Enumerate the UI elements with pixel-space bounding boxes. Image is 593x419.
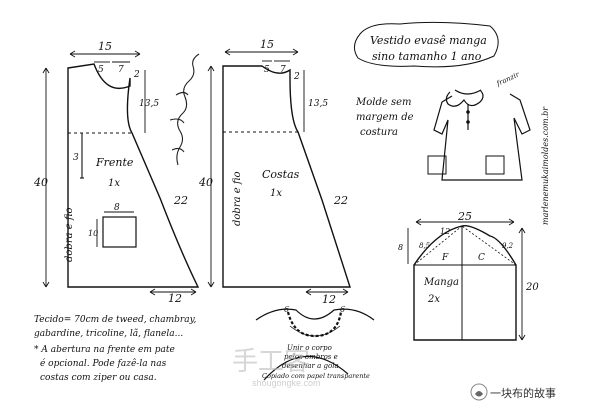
- fabric-note-line5: costas com ziper ou casa.: [40, 373, 157, 383]
- sleeve-dim-12: 12: [440, 227, 450, 236]
- sleeve-dimension-lines: [407, 218, 526, 341]
- sleeve-dim-left-small: 8,5: [419, 242, 431, 250]
- sleeve-piece: [413, 225, 517, 341]
- sleeve-label-f: F: [441, 253, 449, 263]
- back-dim-side: 22: [333, 194, 348, 207]
- collar-note-line1: Unir o corpo: [287, 344, 332, 352]
- title-block: Vestido evasê manga sino tamanho 1 ano: [354, 21, 499, 68]
- title-line1: Vestido evasê manga: [370, 34, 487, 47]
- front-dim-top: 15: [98, 40, 112, 53]
- front-dimension-lines: [42, 50, 197, 296]
- front-name: Frente: [95, 156, 134, 169]
- back-labels: 15 5 7 2 13,5 40 22 12 Costas 1x dobra e…: [198, 38, 348, 306]
- brand-badge-text: 一块布的故事: [490, 386, 556, 400]
- front-dim-shoulder: 5: [98, 65, 104, 75]
- fabric-note-line1: Tecido= 70cm de tweed, chambray,: [34, 315, 196, 325]
- collar-dim-right: 6: [340, 305, 345, 314]
- back-dim-top: 15: [260, 38, 274, 51]
- fabric-note-line2: gabardine, tricoline, lã, flanela...: [34, 328, 183, 339]
- back-piece: [222, 65, 351, 288]
- signature: [169, 53, 200, 166]
- front-dim-height: 40: [33, 176, 48, 189]
- sleeve-name: Manga: [423, 277, 459, 288]
- sleeve-labels: 25 20 8,5 9,2 8 12 F C Manga 2x: [398, 210, 539, 305]
- back-dim-hem: 12: [322, 293, 336, 306]
- front-dim-2: 2: [133, 70, 140, 80]
- back-dim-neck: 7: [280, 65, 286, 75]
- front-piece: [67, 63, 200, 288]
- back-fold-label: dobra e fio: [232, 171, 243, 226]
- back-name: Costas: [262, 168, 300, 181]
- front-dim-side: 22: [173, 194, 188, 207]
- sleeve-qty: 2x: [427, 294, 440, 305]
- website-vertical: marlenemukaimoldes.com.br: [541, 106, 550, 225]
- back-dim-armhole: 13,5: [308, 99, 328, 109]
- front-labels: 15 5 7 2 13,5 40 22 12 3 8 10 Frente 1x …: [33, 40, 188, 305]
- back-dim-height: 40: [198, 176, 213, 189]
- collar-note-line2: pelos ombros e: [284, 353, 338, 361]
- front-dim-8: 8: [114, 203, 120, 213]
- wechat-icon: [475, 391, 483, 397]
- sleeve-dim-width: 25: [457, 210, 472, 223]
- sleeve-label-c: C: [478, 253, 485, 263]
- molde-note-line3: costura: [360, 127, 398, 138]
- brand-badge: 一块布的故事: [470, 383, 556, 401]
- front-dim-10: 10: [88, 229, 98, 238]
- collar-note-line4: Copiado com papel transparente: [262, 372, 370, 380]
- title-line2: sino tamanho 1 ano: [372, 50, 482, 63]
- back-dim-2: 2: [293, 72, 300, 82]
- back-qty: 1x: [270, 188, 282, 199]
- watermark-cn: 手工客: [232, 346, 310, 376]
- front-dim-hem: 12: [168, 292, 182, 305]
- fabric-note-line3: * A abertura na frente em pate: [34, 345, 175, 355]
- collar-diagram: [255, 308, 375, 381]
- molde-note-line1: Molde sem: [355, 97, 412, 108]
- front-dim-armhole: 13,5: [139, 99, 159, 109]
- front-qty: 1x: [108, 178, 120, 189]
- fabric-note-line4: é opcional. Pode fazê-la nas: [40, 358, 167, 369]
- back-dim-shoulder: 5: [264, 65, 270, 75]
- sleeve-dim-height: 20: [525, 282, 539, 293]
- sleeve-dim-8: 8: [398, 243, 403, 252]
- fabric-note: Tecido= 70cm de tweed, chambray, gabardi…: [34, 315, 196, 383]
- front-fold-label: dobra e fio: [64, 207, 75, 262]
- front-dim-3: 3: [73, 153, 79, 163]
- collar-note-line3: desenhar a gola: [282, 362, 339, 370]
- watermark-url: shougongke.com: [252, 378, 321, 388]
- sleeve-dim-right-small: 9,2: [502, 242, 514, 250]
- collar-labels: 6 6 Unir o corpo pelos ombros e desenhar…: [262, 305, 370, 380]
- molde-note-line2: margem de: [356, 112, 414, 123]
- back-dimension-lines: [207, 48, 349, 296]
- dress-illustration: [427, 89, 531, 181]
- collar-dim-left: 6: [284, 305, 289, 314]
- molde-note: Molde sem margem de costura: [355, 97, 414, 138]
- front-dim-neck: 7: [118, 65, 124, 75]
